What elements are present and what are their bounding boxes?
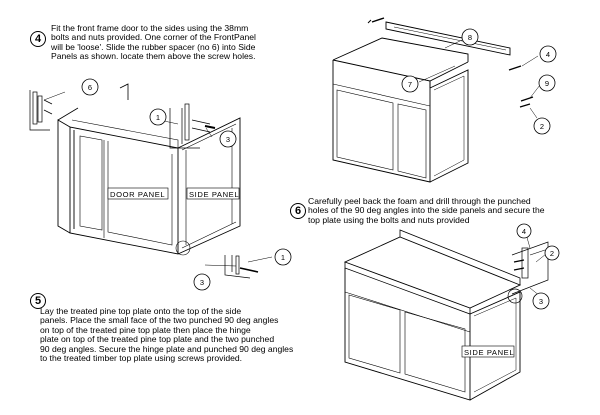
callout-2-step5 (533, 117, 551, 135)
step-5-line-5: 90 deg angles. Secure the hinge plate an… (40, 343, 294, 354)
step-5-line-4: plate on top of the treated pine top pla… (40, 334, 275, 345)
step-4-line-1: Fit the front frame door to the sides us… (51, 23, 249, 33)
callout-3-step6 (532, 292, 550, 310)
callout-9-step5-label: 9 (545, 79, 549, 88)
step-6-instructions: Carefully peel back the foam and drill t… (308, 196, 545, 225)
step-5-cabinet-drawing (332, 17, 541, 183)
callout-1-step4-top-label: 1 (156, 113, 160, 122)
step-6-line-1: Carefully peel back the foam and drill t… (308, 196, 531, 206)
callout-1-step4-bottom-label: 1 (281, 253, 285, 262)
side-panel-label-step4: SIDE PANEL (189, 190, 239, 199)
side-panel-label-step6: SIDE PANEL (464, 348, 514, 357)
step-4-number: 4 (30, 31, 46, 47)
callout-2-step6-label: 2 (550, 249, 554, 258)
door-panel-label-box (107, 187, 169, 200)
step-4-line-3: will be 'loose'. Slide the rubber spacer… (51, 41, 256, 52)
callout-4-step6-label: 4 (522, 227, 526, 236)
step-5-number: 5 (30, 293, 46, 309)
callout-4-step5 (539, 45, 557, 63)
step-4-line-4: Panels as shown. locate them above the s… (51, 51, 256, 62)
side-panel-label-box-step4 (186, 187, 240, 200)
step-4-door-frame-drawing (29, 83, 273, 279)
callout-9-step5 (538, 74, 556, 92)
callout-8-step5-label: 8 (468, 33, 472, 42)
callout-4-step6 (516, 223, 532, 239)
callout-4-step5-label: 4 (546, 50, 550, 59)
callout-3-step4-top (219, 130, 237, 148)
door-panel-label: DOOR PANEL (110, 190, 165, 199)
step-5-line-3: on top of the treated pine top plate the… (40, 324, 251, 335)
step-5-instructions: Lay the treated pine top plate onto the … (40, 306, 294, 364)
step-6-line-2: holes of the 90 deg angles into the side… (308, 205, 545, 216)
callout-3-step6-label: 3 (539, 297, 543, 306)
callout-3-step4-top-label: 3 (226, 135, 230, 144)
callout-1-step4-bottom (274, 248, 292, 266)
callout-1-step4-top (149, 108, 167, 126)
callout-2-step5-label: 2 (540, 122, 544, 131)
step-6-number: 6 (290, 203, 306, 219)
step-5-line-6: to the treated timber top plate using sc… (40, 353, 243, 364)
callout-7-step5-label: 7 (408, 80, 412, 89)
callout-6-step4 (81, 78, 99, 96)
step-4-line-2: bolts and nuts provided. One corner of t… (51, 32, 256, 43)
step-5-line-1: Lay the treated pine top plate onto the … (40, 306, 242, 316)
callout-7-step5 (401, 75, 419, 93)
callout-3-step4-bottom (193, 273, 211, 291)
side-panel-label-box-step6 (461, 345, 515, 358)
step-6-cabinet-drawing (343, 229, 549, 401)
callout-3-step4-bottom-label: 3 (200, 278, 204, 287)
callout-8-step5 (461, 28, 479, 46)
step-5-line-2: panels. Place the small face of the two … (40, 315, 279, 326)
step-6-line-3: top plate using the bolts and nuts provi… (308, 214, 470, 225)
callout-2-step6 (544, 245, 560, 261)
callout-6-step4-label: 6 (88, 83, 92, 92)
step-4-instructions: Fit the front frame door to the sides us… (51, 23, 256, 62)
